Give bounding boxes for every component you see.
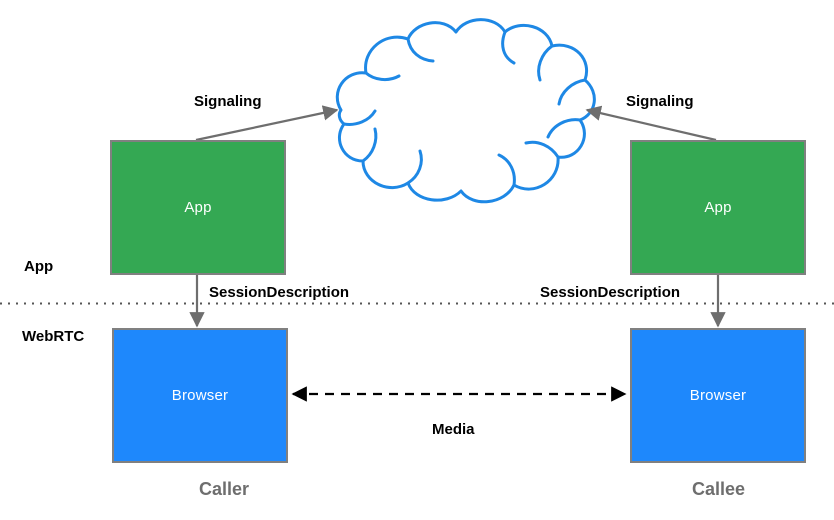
node-label: App <box>704 199 732 216</box>
edge-label-sessiondescription-right: SessionDescription <box>540 284 681 301</box>
node-browser-right[interactable]: Browser <box>630 328 806 463</box>
endpoint-label-caller: Caller <box>199 479 250 499</box>
edge-label-sessiondescription-left: SessionDescription <box>209 284 350 301</box>
node-app-right[interactable]: App <box>630 140 806 275</box>
lane-label-webrtc: WebRTC <box>22 328 85 345</box>
endpoint-label-callee: Callee <box>692 479 746 499</box>
edge-label-signaling-right: Signaling <box>626 93 694 110</box>
node-label: App <box>184 199 212 216</box>
edge-signaling-right <box>585 105 717 142</box>
edge-signaling-left <box>195 105 339 142</box>
node-app-left[interactable]: App <box>110 140 286 275</box>
edge-label-media: Media <box>432 421 475 438</box>
node-label: Browser <box>171 387 229 404</box>
lane-label-app: App <box>24 258 54 275</box>
node-label: Browser <box>689 387 747 404</box>
node-browser-left[interactable]: Browser <box>112 328 288 463</box>
signaling-server-cloud <box>335 18 596 204</box>
edge-label-signaling-left: Signaling <box>194 93 262 110</box>
